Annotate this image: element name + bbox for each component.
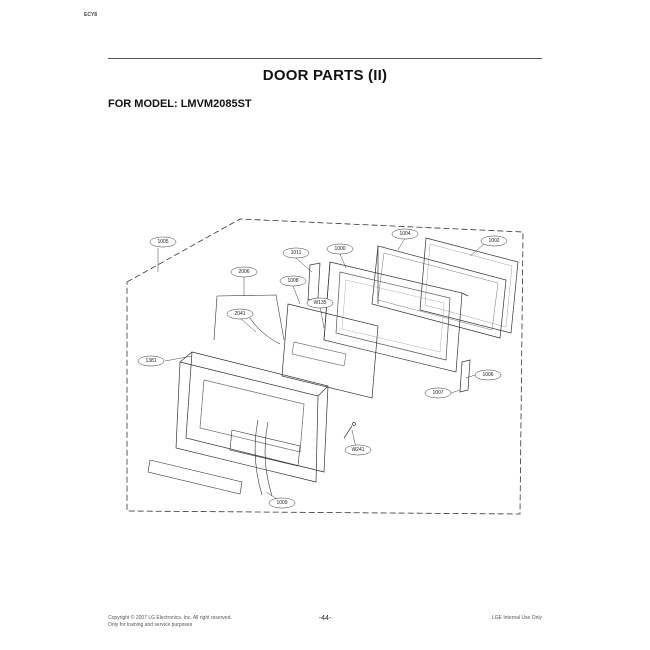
screw-part: [343, 422, 356, 439]
model-line: FOR MODEL: LMVM2085ST: [108, 98, 252, 110]
door-frame-part: [323, 261, 469, 373]
callout-1009: 1009: [268, 497, 296, 509]
callout-label: 1002: [488, 238, 499, 244]
footer-copyright: Copyright © 2007 LG Electronics. Inc. Al…: [108, 615, 232, 629]
callout-label: 2041: [234, 311, 245, 317]
copyright-line: Copyright © 2007 LG Electronics. Inc. Al…: [108, 615, 232, 621]
callout-label: 1011: [291, 250, 302, 256]
page-title: DOOR PARTS (II): [262, 67, 388, 84]
page-number: -44-: [318, 615, 332, 622]
callout-label: 1009: [276, 500, 287, 506]
callout-label: 1004: [399, 231, 410, 237]
callout-2006: 2006: [230, 266, 258, 278]
callout-label: 1007: [432, 390, 443, 396]
callout-label: 1008: [287, 278, 298, 284]
latch-part: [459, 359, 471, 393]
diagram-boundary: [126, 218, 524, 515]
callout-1007: 1007: [424, 387, 452, 399]
callout-label: W135: [313, 300, 326, 306]
callout-label: 1005: [157, 239, 168, 245]
window-glass-part: [281, 303, 379, 399]
outer-door-frame-part: [175, 351, 329, 483]
control-panel-part: [147, 419, 301, 497]
callout-1008: 1008: [279, 275, 307, 287]
callout-1000: 1000: [326, 243, 354, 255]
back-glass-part: [419, 237, 519, 334]
usage-line: Only for training and service purposes: [108, 622, 193, 628]
callout-w241: W241: [344, 444, 372, 456]
callout-label: W241: [351, 447, 364, 453]
callout-label: 1000: [334, 246, 345, 252]
callout-1002: 1002: [480, 235, 508, 247]
harness-part: [213, 294, 285, 345]
choke-frame-part: [371, 245, 507, 339]
corner-mark: ECY8: [84, 12, 98, 18]
callout-label: 1381: [145, 358, 156, 364]
callout-w135: W135: [306, 297, 334, 309]
callout-label: 2006: [238, 269, 249, 275]
callout-label: 1006: [482, 372, 493, 378]
callout-1381: 1381: [137, 355, 165, 367]
header-rule: [108, 58, 542, 59]
callout-1004: 1004: [391, 228, 419, 240]
footer-internal: LGE Internal Use Only: [491, 615, 542, 621]
callout-1005: 1005: [149, 236, 177, 248]
callout-1011: 1011: [282, 247, 310, 259]
callout-2041: 2041: [226, 308, 254, 320]
hinge-bracket-part: [307, 262, 321, 301]
callout-1006: 1006: [474, 369, 502, 381]
leader-lines: [157, 237, 485, 503]
